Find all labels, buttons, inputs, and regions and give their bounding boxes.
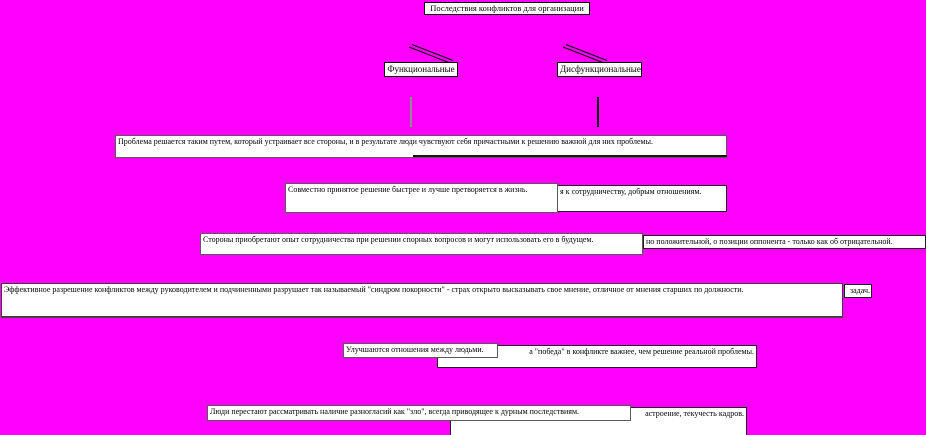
functional-item-1: Проблема решается таким путем, который у… <box>115 135 727 158</box>
dysfunctional-fragment-row5: а "победа" в конфликте важнее, чем решен… <box>437 345 757 368</box>
vertical-connector-functional <box>410 97 412 127</box>
branch-label-dysfunctional: Дисфункциональные <box>557 62 642 77</box>
functional-item-6: Люди перестают рассматривать наличие раз… <box>207 405 631 421</box>
vertical-connector-dysfunctional <box>597 97 599 127</box>
hidden-box-edge <box>413 155 727 157</box>
connector-functional-line <box>408 44 454 64</box>
functional-item-5: Улучшаются отношения между людьми. <box>343 343 498 358</box>
dysfunctional-fragment-row2: я к сотрудничеству, добрым отношениям. <box>557 185 727 212</box>
branch-label-functional: Функциональные <box>384 62 458 77</box>
functional-item-3: Стороны приобретают опыт сотрудничества … <box>200 233 643 255</box>
connector-dysfunctional-line <box>562 44 608 64</box>
functional-item-2: Совместно принятое решение быстрее и луч… <box>285 183 558 213</box>
dysfunctional-fragment-row4: задач. <box>844 284 872 298</box>
dysfunctional-fragment-row3: но положительной, о позиции оппонента - … <box>643 235 926 249</box>
title-box: Последствия конфликтов для организации <box>424 2 590 15</box>
functional-item-4: Эффективное разрешение конфликтов между … <box>1 283 843 317</box>
